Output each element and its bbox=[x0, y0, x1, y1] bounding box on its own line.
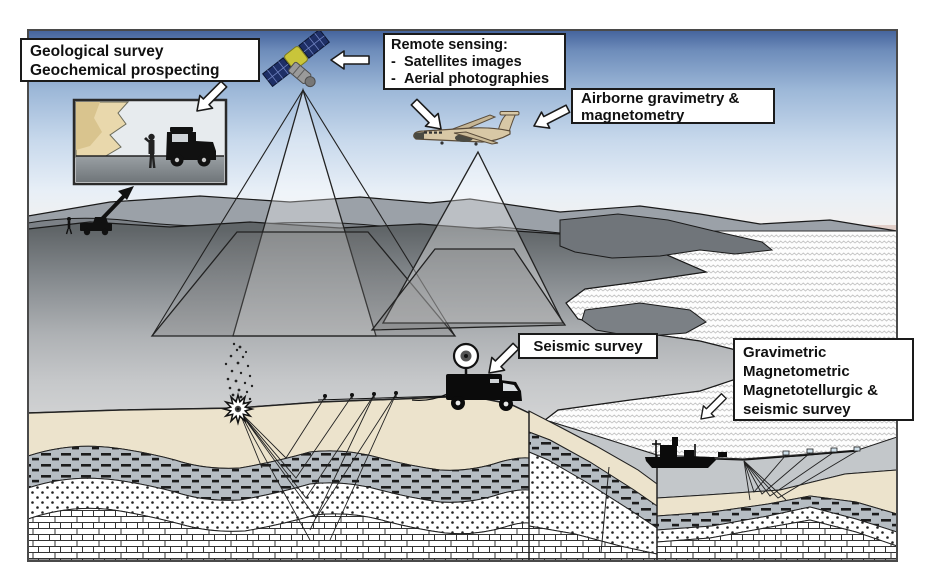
field-scene-small bbox=[65, 217, 112, 236]
field-truck-icon bbox=[166, 127, 216, 167]
layer-limestone-left bbox=[28, 507, 530, 561]
label-line: Airborne gravimetry & bbox=[581, 90, 740, 107]
well-line bbox=[600, 466, 610, 554]
seismic-rays-marine bbox=[743, 450, 858, 501]
diagram-frame bbox=[27, 29, 898, 562]
label-line: Magnetotellurgic & bbox=[743, 382, 879, 399]
satellite-icon bbox=[262, 30, 330, 88]
label-airborne-gravimetry: Airborne gravimetry & magnetometry bbox=[571, 88, 775, 124]
section-edges bbox=[528, 411, 658, 560]
label-line: Magnetometric bbox=[743, 363, 850, 380]
bullet-dash: - bbox=[391, 71, 396, 87]
airplane-footprint bbox=[370, 150, 567, 331]
label-line: seismic survey bbox=[743, 401, 851, 418]
survey-ship-icon bbox=[645, 437, 727, 468]
label-line: magnetometry bbox=[581, 106, 685, 124]
marine-seismic bbox=[645, 437, 861, 501]
label-bullet-item: - Satellites images bbox=[391, 54, 558, 71]
headland-dark bbox=[559, 213, 774, 259]
label-bullet-item: - Aerial photographies bbox=[391, 71, 558, 88]
airplane-icon bbox=[413, 111, 520, 146]
label-title: Remote sensing: bbox=[391, 37, 508, 53]
bullet-text: Aerial photographies bbox=[404, 71, 550, 87]
headland-dark-2 bbox=[581, 302, 707, 338]
label-line: Seismic survey bbox=[533, 338, 643, 355]
geologist-figure-icon bbox=[144, 133, 156, 168]
field-inset bbox=[72, 98, 228, 186]
seismic-rays-land bbox=[238, 393, 397, 541]
seismic-vibrator-truck-icon bbox=[411, 342, 522, 411]
geophone-line-icon bbox=[317, 391, 447, 401]
bullet-text: Satellites images bbox=[404, 54, 522, 70]
label-line: Geochemical prospecting bbox=[30, 62, 220, 79]
label-seismic-survey: Seismic survey bbox=[518, 333, 658, 359]
label-geological-survey: Geological survey Geochemical prospectin… bbox=[20, 38, 260, 82]
label-remote-sensing: Remote sensing: - Satellites images - Ae… bbox=[383, 33, 566, 90]
label-marine-survey: Gravimetric Magnetometric Magnetotellurg… bbox=[733, 338, 914, 421]
streamer-cable bbox=[713, 450, 859, 461]
label-line: Gravimetric bbox=[743, 344, 827, 361]
bullet-dash: - bbox=[391, 54, 396, 70]
label-line: Geological survey bbox=[30, 43, 164, 60]
inset-pointer-arrow bbox=[98, 186, 134, 223]
satellite-footprint bbox=[150, 87, 457, 337]
shot-explosion-icon bbox=[221, 342, 255, 426]
